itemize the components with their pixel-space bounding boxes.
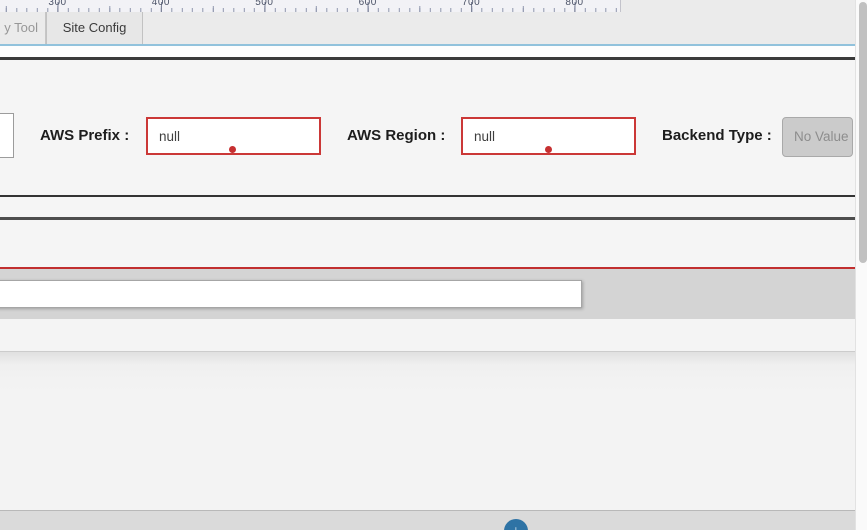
form-section-background [0, 60, 855, 195]
down-arrow-icon: ↓ [512, 522, 520, 530]
scroll-down-button[interactable]: ↓ [504, 519, 528, 530]
ruler-mark: 600 [358, 0, 377, 8]
ruler-major-ticks [0, 2, 620, 12]
ruler-mark: 700 [462, 0, 481, 8]
tab-label: y Tool [4, 20, 38, 35]
backend-type-label: Backend Type : [662, 127, 772, 144]
spacer-strip [0, 46, 855, 57]
validation-error-dot-icon [229, 146, 236, 153]
ruler-mark: 400 [151, 0, 170, 8]
red-divider [0, 267, 855, 269]
backend-type-select[interactable]: No Value [782, 117, 853, 157]
tab-site-config[interactable]: Site Config [46, 12, 143, 44]
vertical-scrollbar-thumb[interactable] [858, 2, 867, 263]
vertical-scrollbar-track[interactable] [855, 0, 867, 530]
content-panel [0, 351, 855, 510]
section-divider [0, 195, 855, 197]
ruler-mark: 800 [565, 0, 584, 8]
section-divider [0, 217, 855, 220]
tab-label: Site Config [62, 20, 127, 35]
wide-text-input[interactable] [0, 280, 582, 308]
aws-prefix-label: AWS Prefix : [40, 127, 130, 144]
section-divider [0, 57, 855, 60]
horizontal-ruler: 300 400 500 600 700 800 [0, 0, 621, 12]
validation-error-dot-icon [545, 146, 552, 153]
footer-bar [0, 510, 855, 530]
aws-region-input[interactable] [461, 117, 636, 155]
ruler-mark: 300 [48, 0, 67, 8]
empty-section [0, 220, 855, 267]
empty-section [0, 319, 855, 351]
tab-previous-tool[interactable]: y Tool [0, 12, 46, 44]
ruler-mark: 500 [255, 0, 274, 8]
aws-region-label: AWS Region : [347, 127, 446, 144]
empty-section [0, 197, 855, 217]
left-edge-input[interactable] [0, 113, 14, 158]
